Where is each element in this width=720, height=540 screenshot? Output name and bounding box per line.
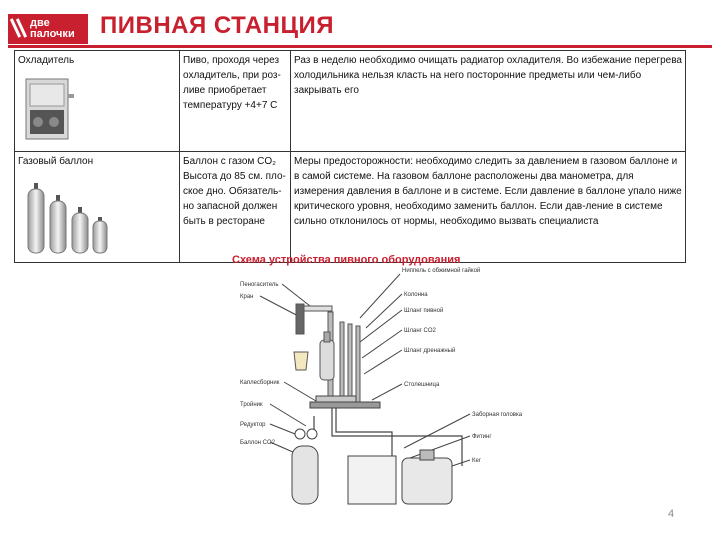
- label-column: Колонна: [404, 292, 428, 298]
- table-cell-desc: Баллон с газом CO₂ Высота до 85 см. пло-…: [179, 151, 291, 263]
- title-divider: [8, 45, 712, 48]
- label-beer-hose: Шланг пивной: [404, 307, 443, 314]
- table-cell-note: Раз в неделю необходимо очищать радиатор…: [290, 50, 686, 152]
- brand-logo: две палочки: [8, 14, 88, 44]
- table-cell-name: Газовый баллон: [14, 151, 180, 263]
- label-foam-suppressor: Пеногаситель: [240, 282, 279, 288]
- label-tee: Тройник: [240, 401, 263, 408]
- gas-cylinders-image: [18, 175, 176, 260]
- chopsticks-icon: [8, 14, 30, 44]
- label-keg: Кег: [472, 458, 482, 464]
- table-row: Газовый баллон: [14, 151, 686, 263]
- equipment-table: Охладитель Пиво, проходя через охладител…: [14, 50, 686, 263]
- label-nipple: Ниппель с обжимной гайкой: [402, 267, 480, 274]
- label-countertop: Столешница: [404, 382, 440, 388]
- label-co2-hose: Шланг CO2: [404, 328, 437, 334]
- page-number: 4: [668, 508, 675, 520]
- page-title: ПИВНАЯ СТАНЦИЯ: [100, 12, 334, 39]
- label-tap: Кран: [240, 294, 253, 300]
- label-drain-hose: Шланг дренажный: [404, 347, 455, 354]
- schema-title: Схема устройства пивного оборудования: [232, 254, 461, 266]
- label-drip-tray: Каплесборник: [240, 380, 280, 386]
- brand-name: две палочки: [30, 18, 75, 40]
- table-row: Охладитель Пиво, проходя через охладител…: [14, 50, 686, 152]
- row-name: Газовый баллон: [18, 156, 94, 167]
- label-fitting: Фитинг: [472, 434, 492, 440]
- row-name: Охладитель: [18, 55, 75, 66]
- logo-line-2: палочки: [30, 28, 75, 40]
- label-reducer: Редуктор: [240, 422, 266, 428]
- table-cell-name: Охладитель: [14, 50, 180, 152]
- cooler-image: [18, 74, 176, 149]
- table-cell-desc: Пиво, проходя через охладитель, при роз-…: [179, 50, 291, 152]
- label-spear-head: Заборная головка: [472, 412, 523, 418]
- logo-line-1: две: [30, 17, 50, 29]
- table-cell-note: Меры предосторожности: необходимо следит…: [290, 151, 686, 263]
- label-co2-cylinder: Баллон CO2: [240, 440, 276, 446]
- beer-equipment-diagram: Пеногаситель Кран Каплесборник Тройник Р…: [232, 266, 692, 506]
